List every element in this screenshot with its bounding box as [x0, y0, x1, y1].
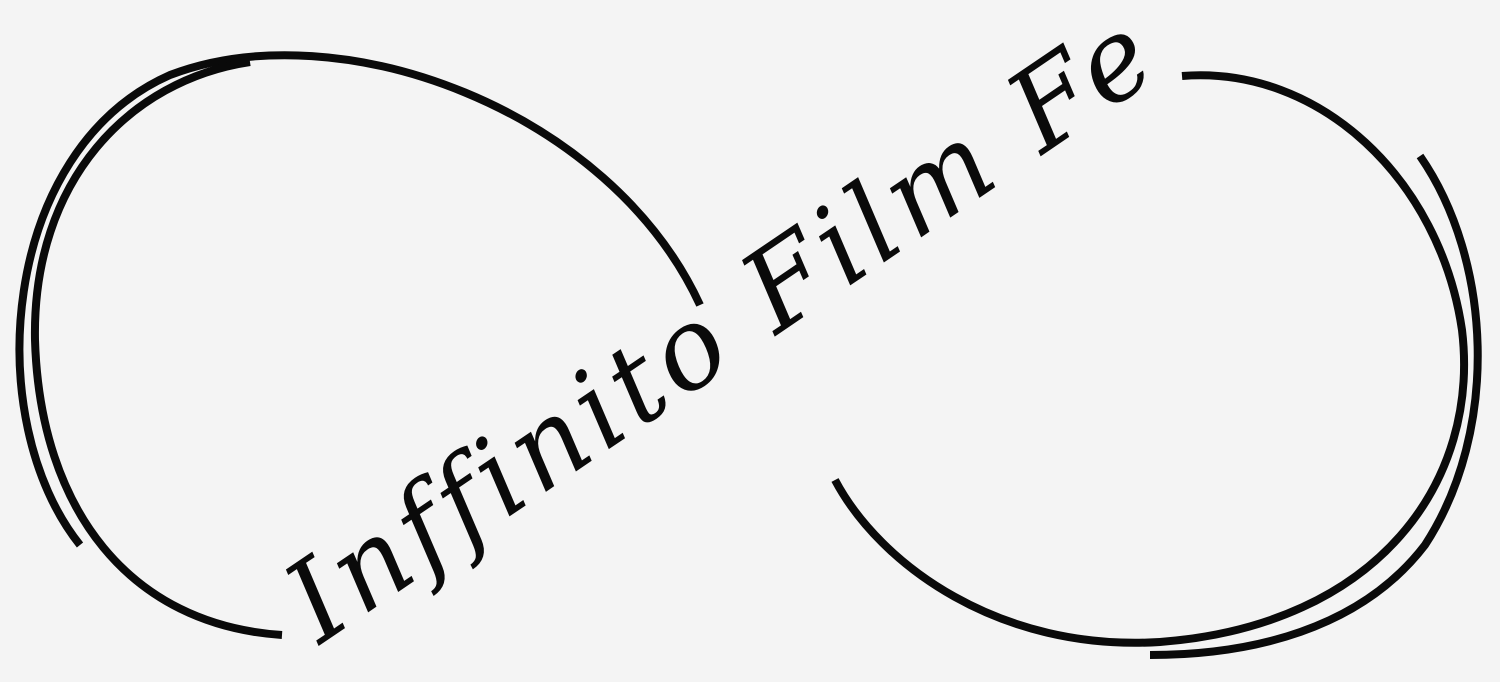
festival-name-path: Inffinito Film Festival — [0, 0, 1175, 668]
right-inner-arc — [1149, 153, 1482, 659]
left-inner-arc — [30, 58, 283, 639]
right-outer-arc — [831, 71, 1469, 647]
left-outer-arc — [15, 51, 704, 548]
festival-name: Inffinito Film Festival — [0, 0, 1175, 668]
